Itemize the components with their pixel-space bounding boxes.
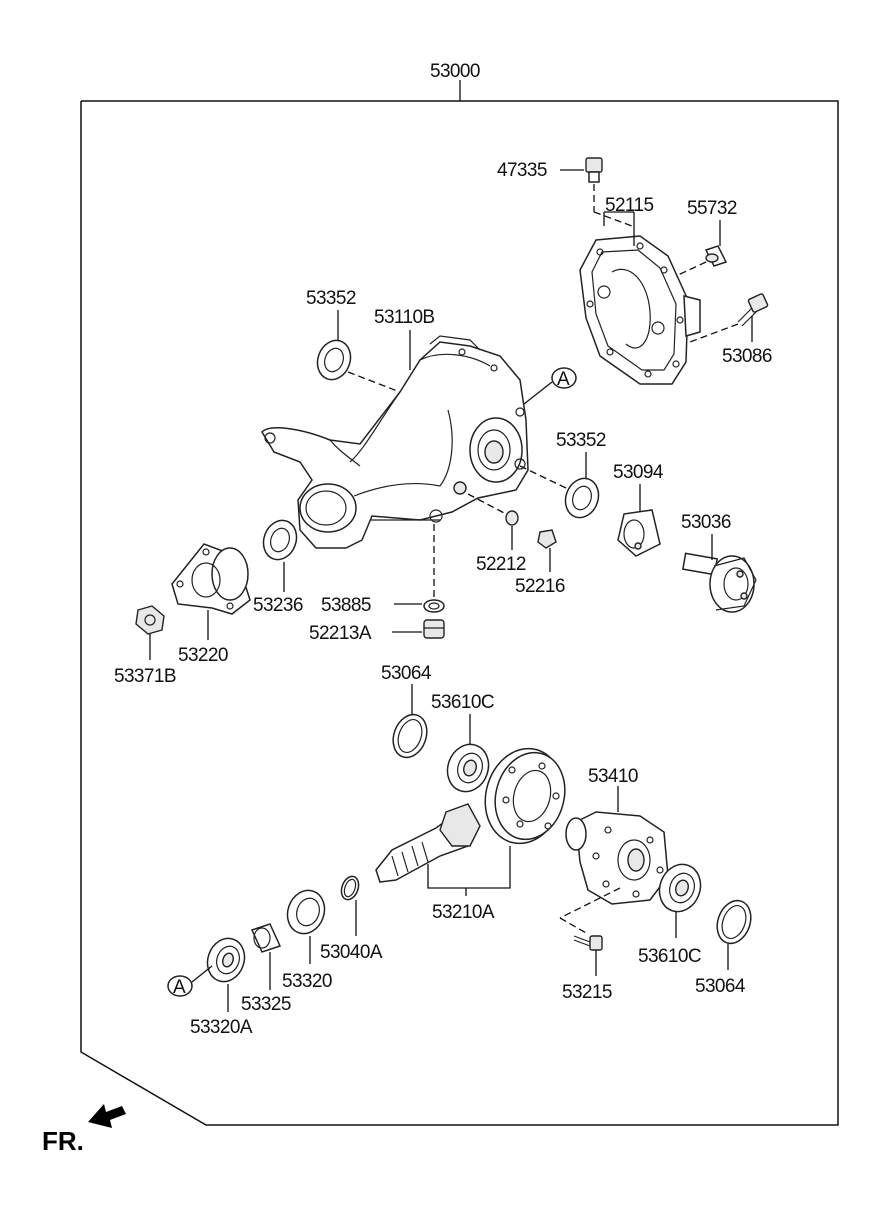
gasket-53885[interactable]	[423, 599, 445, 613]
front-direction-label: FR.	[42, 1126, 84, 1156]
label-53220[interactable]: 53220	[178, 645, 228, 666]
label-53215[interactable]: 53215	[562, 982, 612, 1003]
label-53352-right[interactable]: 53352	[556, 430, 606, 451]
pinion-bearing-53320[interactable]	[282, 885, 331, 939]
dowel-pin-55732[interactable]	[704, 245, 728, 267]
cover-bolt-53086[interactable]	[737, 293, 769, 327]
label-53236[interactable]: 53236	[253, 595, 303, 616]
label-53086[interactable]: 53086	[722, 346, 772, 367]
label-53610C-top[interactable]: 53610C	[431, 692, 495, 713]
oil-seal-53352-top[interactable]	[312, 336, 356, 385]
tapered-bearing-53610C-bottom[interactable]	[653, 859, 707, 918]
label-53325[interactable]: 53325	[241, 994, 291, 1015]
label-53885[interactable]: 53885	[321, 595, 371, 616]
companion-flange-53220[interactable]	[171, 543, 251, 615]
label-53064-bottom[interactable]: 53064	[695, 976, 746, 997]
ring-gear-bolt-53215[interactable]	[573, 935, 603, 951]
pinion-bearing-53320A[interactable]	[202, 933, 251, 987]
label-53036[interactable]: 53036	[681, 512, 731, 533]
oil-seal-53236[interactable]	[258, 516, 302, 565]
label-53210A[interactable]: 53210A	[432, 902, 495, 923]
label-53000[interactable]: 53000	[430, 61, 480, 82]
label-53320[interactable]: 53320	[282, 971, 332, 992]
svg-text:A: A	[557, 369, 570, 390]
shim-53064-top[interactable]	[387, 710, 432, 762]
collapsible-spacer-53325[interactable]	[250, 923, 282, 953]
differential-case-53410[interactable]	[565, 811, 669, 905]
lock-nut-53371B[interactable]	[135, 605, 165, 635]
label-53040A[interactable]: 53040A	[320, 942, 383, 963]
label-53064-top[interactable]: 53064	[381, 663, 432, 684]
drain-plug-47335[interactable]	[585, 157, 603, 183]
breather-52216[interactable]	[537, 529, 557, 549]
tapered-bearing-53610C-top[interactable]	[441, 739, 495, 798]
label-52115[interactable]: 52115	[605, 195, 654, 216]
label-47335[interactable]: 47335	[497, 160, 547, 181]
shim-53064-bottom[interactable]	[711, 896, 756, 948]
label-53320A[interactable]: 53320A	[190, 1017, 253, 1038]
differential-carrier-53110B[interactable]	[261, 335, 529, 549]
label-53371B[interactable]: 53371B	[114, 666, 177, 687]
label-52212[interactable]: 52212	[476, 554, 526, 575]
label-53352-top[interactable]: 53352	[306, 288, 356, 309]
label-53610C-bottom[interactable]: 53610C	[638, 946, 702, 967]
side-bearing-53094[interactable]	[617, 509, 661, 557]
ring-gear-pinion-53210A[interactable]	[375, 740, 574, 883]
side-gear-shaft-53036[interactable]	[681, 552, 757, 613]
differential-cover-52115[interactable]	[579, 235, 701, 385]
label-55732[interactable]: 55732	[687, 198, 737, 219]
reference-a-top[interactable]: A	[551, 367, 577, 390]
svg-text:A: A	[173, 977, 186, 998]
oil-seal-53352-right[interactable]	[560, 474, 604, 523]
plug-52213A[interactable]	[423, 619, 445, 639]
label-52213A[interactable]: 52213A	[309, 623, 372, 644]
assembly-frame	[80, 100, 839, 1126]
label-53410[interactable]: 53410	[588, 766, 638, 787]
label-53094[interactable]: 53094	[613, 462, 664, 483]
label-52216[interactable]: 52216	[515, 576, 565, 597]
spacer-53040A[interactable]	[338, 874, 361, 902]
label-53110B[interactable]: 53110B	[374, 307, 435, 328]
reference-a-bottom[interactable]: A	[167, 975, 193, 998]
bolt-52212[interactable]	[505, 510, 519, 526]
front-direction-arrow-icon	[88, 1104, 126, 1128]
